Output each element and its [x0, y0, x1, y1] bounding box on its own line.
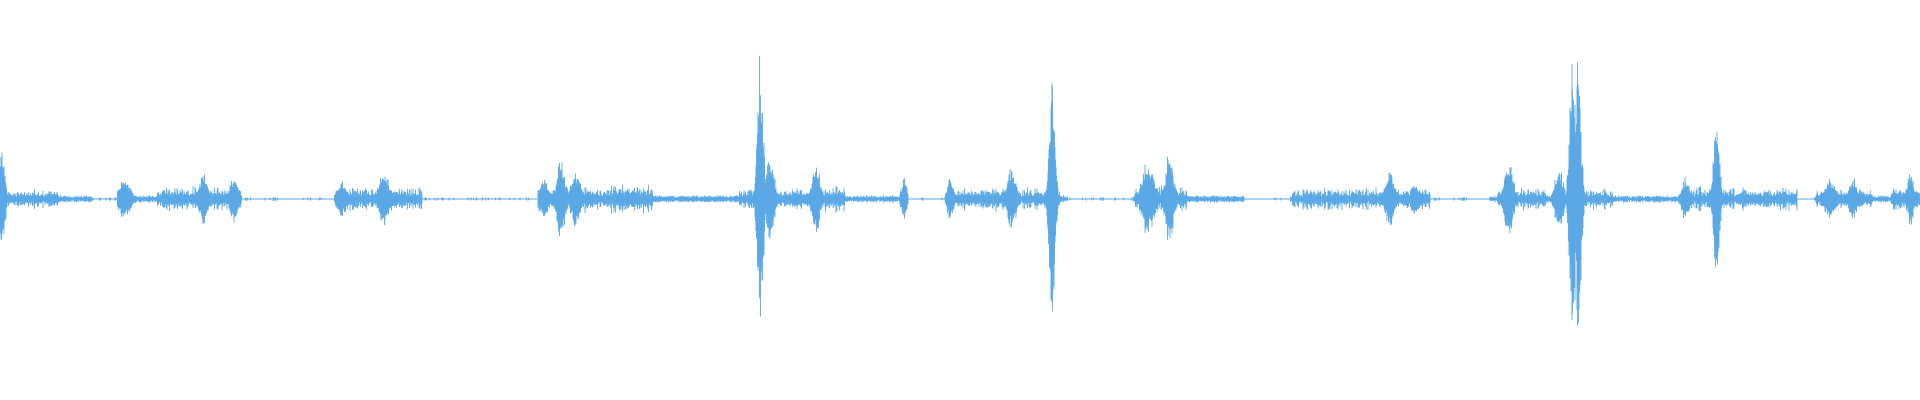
waveform-group — [0, 55, 1920, 326]
waveform-signal — [0, 55, 1920, 326]
